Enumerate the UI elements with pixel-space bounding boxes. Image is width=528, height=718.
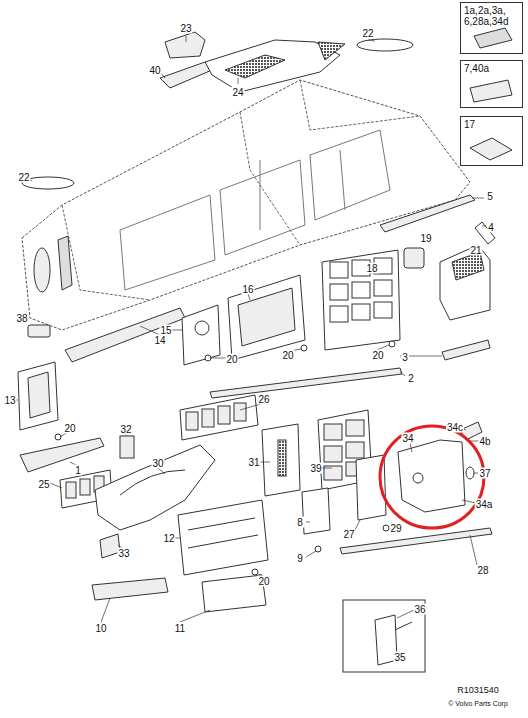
- drawing-reference: R1031540: [456, 686, 500, 695]
- callout-number: 4: [487, 222, 495, 233]
- inset-label: 17: [461, 117, 522, 132]
- callout-number: 33: [117, 548, 130, 559]
- callout-number: 15: [159, 325, 172, 336]
- callout-number: 34c: [446, 422, 464, 433]
- callout-number: 32: [119, 424, 132, 435]
- callout-number: 39: [309, 463, 322, 474]
- callout-number: 3: [401, 352, 409, 363]
- inset-label: 1a,2a,3a, 6,28a,34d: [461, 3, 522, 29]
- callout-number: 4b: [478, 436, 491, 447]
- callout-number: 20: [281, 350, 294, 361]
- callout-number: 37: [478, 468, 491, 479]
- callout-number: 9: [296, 553, 304, 564]
- callout-number: 34a: [475, 499, 494, 510]
- callout-number: 28: [476, 565, 489, 576]
- callout-number: 24: [231, 87, 244, 98]
- callout-number: 1: [74, 465, 82, 476]
- callout-number: 35: [393, 652, 406, 663]
- callout-number: 27: [342, 529, 355, 540]
- callout-number: 40: [148, 65, 161, 76]
- callout-number: 21: [469, 245, 482, 256]
- inset-box: 1a,2a,3a, 6,28a,34d: [460, 2, 523, 54]
- highlight-circle: [380, 426, 484, 528]
- drawing-reference: © Volvo Parts Corp: [447, 699, 509, 708]
- callout-number: 8: [296, 517, 304, 528]
- callout-number: 14: [153, 335, 166, 346]
- callout-number: 23: [179, 23, 192, 34]
- callout-number: 38: [15, 313, 28, 324]
- callout-number: 18: [365, 263, 378, 274]
- callout-number: 20: [371, 350, 384, 361]
- callout-number: 22: [361, 28, 374, 39]
- callout-number: 5: [486, 191, 494, 202]
- callout-number: 36: [413, 604, 426, 615]
- callout-number: 10: [94, 623, 107, 634]
- callout-number: 25: [37, 479, 50, 490]
- callout-number: 12: [162, 533, 175, 544]
- callout-number: 20: [63, 423, 76, 434]
- inset-box: 7,40a: [460, 60, 523, 108]
- callout-number: 19: [419, 233, 432, 244]
- callout-number: 30: [151, 458, 164, 469]
- callout-number: 20: [257, 576, 270, 587]
- callout-number: 26: [257, 394, 270, 405]
- inset-label: 7,40a: [461, 61, 522, 76]
- inset-box: 17: [460, 116, 523, 166]
- callout-number: 22: [17, 172, 30, 183]
- callout-number: 20: [225, 354, 238, 365]
- callout-number: 16: [241, 284, 254, 295]
- callout-number: 34: [401, 433, 414, 444]
- callout-number: 13: [3, 395, 16, 406]
- callout-number: 2: [407, 373, 415, 384]
- callout-number: 29: [389, 523, 402, 534]
- callout-number: 11: [174, 623, 186, 634]
- callout-number: 31: [247, 457, 260, 468]
